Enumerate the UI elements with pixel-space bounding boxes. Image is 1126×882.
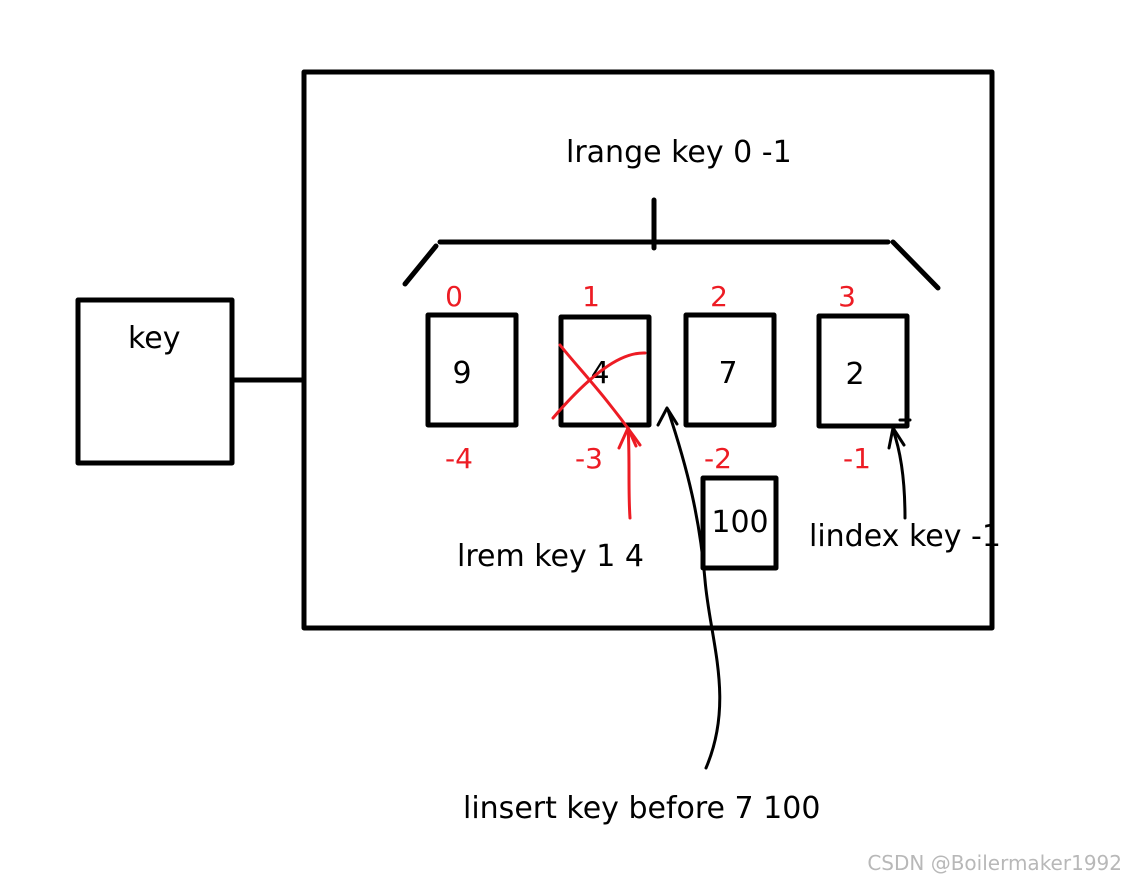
linsert-arrow [656,406,722,770]
neg-index-2: -2 [704,442,732,475]
list-container [301,69,995,631]
bracket-left-end [402,243,439,287]
bracket-right-end [890,239,941,291]
key-label: key [128,321,181,356]
linsert-arrow-head [656,406,679,427]
pos-index-3: 3 [838,280,856,313]
inserted-box [700,475,779,571]
element-box-2 [683,312,777,428]
lrem-arrow-head [617,426,638,450]
neg-index-1: -3 [575,442,603,475]
linsert-arrow-shaft [666,408,722,770]
element-box-3 [816,313,910,429]
element-value-2: 7 [718,356,737,391]
element-value-3: 2 [845,357,864,392]
pos-index-2: 2 [710,280,728,313]
watermark-text: CSDN @Boilermaker1992 [867,851,1122,875]
pos-index-1: 1 [582,280,600,313]
element-box-1 [558,314,652,428]
neg-index-3: -1 [843,442,871,475]
lindex-command-label: lindex key -1 [809,519,1001,554]
lrem-arrow [617,426,638,520]
element-box-0 [425,312,519,428]
lrem-arrow-shaft [626,426,632,520]
inserted-value: 100 [711,505,768,540]
lindex-arrow-head [887,426,906,450]
pos-index-0: 0 [445,280,463,313]
element-value-0: 9 [452,356,471,391]
lindex-arrow [887,418,912,520]
neg-index-0: -4 [445,442,473,475]
lrange-command-label: lrange key 0 -1 [566,135,792,170]
lindex-arrow-shaft [891,428,907,520]
range-bracket [402,197,941,291]
cross-stroke-2 [551,351,647,420]
lrem-command-label: lrem key 1 4 [457,539,644,574]
linsert-command-label: linsert key before 7 100 [463,791,820,826]
